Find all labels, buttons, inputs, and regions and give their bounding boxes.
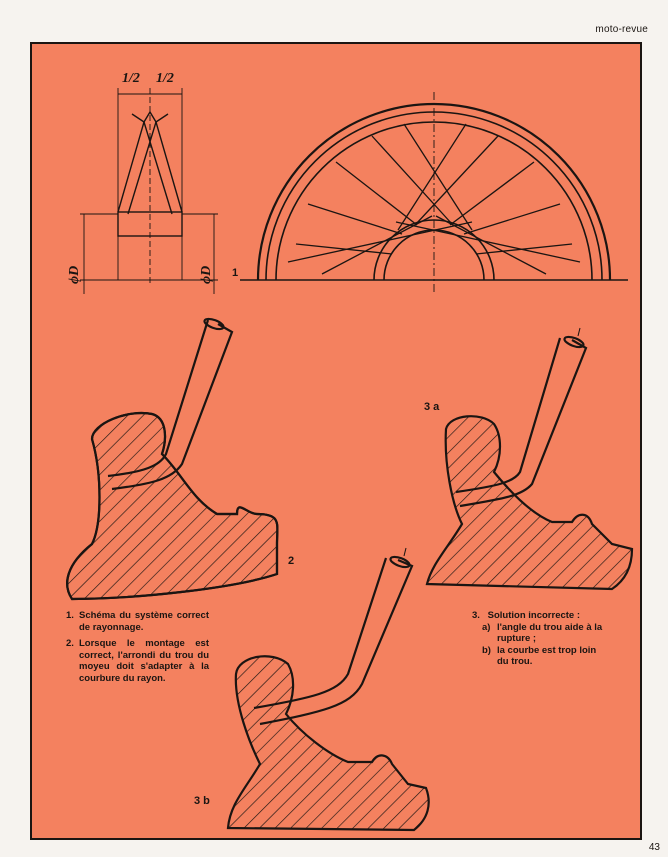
figure-2-label: 2	[288, 555, 294, 567]
header-brand: moto-revue	[595, 24, 648, 35]
caption-item-3b-num: b)	[482, 644, 491, 656]
caption-item-3-heading: 3. Solution incorrecte :	[472, 610, 632, 622]
wheel-half-diagram	[240, 92, 628, 294]
caption-item-2: 2. Lorsque le montage est correct, l'arr…	[66, 638, 226, 684]
dim-label-right: 1/2	[156, 71, 174, 86]
figure-3b-label: 3 b	[194, 795, 210, 807]
figure-3b-spoke	[253, 547, 414, 726]
illustration-panel: 1/2 1/2 ϕD ϕD	[30, 42, 642, 840]
caption-item-1-num: 1.	[66, 610, 74, 621]
diameter-label-left: ϕD	[67, 266, 82, 284]
caption-item-3a: a) l'angle du trou aide à la rupture ;	[482, 622, 632, 645]
dim-label-left: 1/2	[122, 71, 140, 86]
caption-item-1: 1. Schéma du système correct de rayonnag…	[66, 610, 226, 633]
figure-3a-label: 3 a	[424, 401, 440, 413]
technical-drawing: 1/2 1/2 ϕD ϕD	[32, 44, 640, 838]
figure-2-spoke	[107, 317, 234, 491]
caption-item-1-text: Schéma du système correct de rayonnage.	[79, 610, 209, 633]
figure-2-hub-section	[66, 411, 279, 601]
caption-item-3a-num: a)	[482, 621, 491, 633]
diameter-label-right: ϕD	[199, 266, 214, 284]
figure-3b-hub-section	[226, 655, 430, 832]
caption-left: 1. Schéma du système correct de rayonnag…	[66, 610, 226, 689]
caption-item-2-text: Lorsque le montage est correct, l'arrond…	[79, 638, 209, 684]
figure-1-label: 1	[232, 267, 238, 279]
figure-3a-hub-section	[425, 415, 634, 591]
page-number: 43	[648, 842, 660, 853]
caption-item-2-num: 2.	[66, 638, 74, 649]
caption-right: 3. Solution incorrecte : a) l'angle du t…	[472, 610, 632, 668]
figure-1-schematic	[80, 88, 218, 294]
caption-item-3-num: 3.	[472, 610, 480, 621]
caption-item-3b: b) la courbe est trop loin du trou.	[482, 645, 632, 668]
figure-3a-spoke	[455, 327, 588, 508]
caption-item-3b-text: la courbe est trop loin du trou.	[497, 644, 597, 668]
caption-item-3-title: Solution incorrecte :	[487, 610, 581, 621]
caption-item-3a-text: l'angle du trou aide à la rupture ;	[497, 621, 603, 645]
